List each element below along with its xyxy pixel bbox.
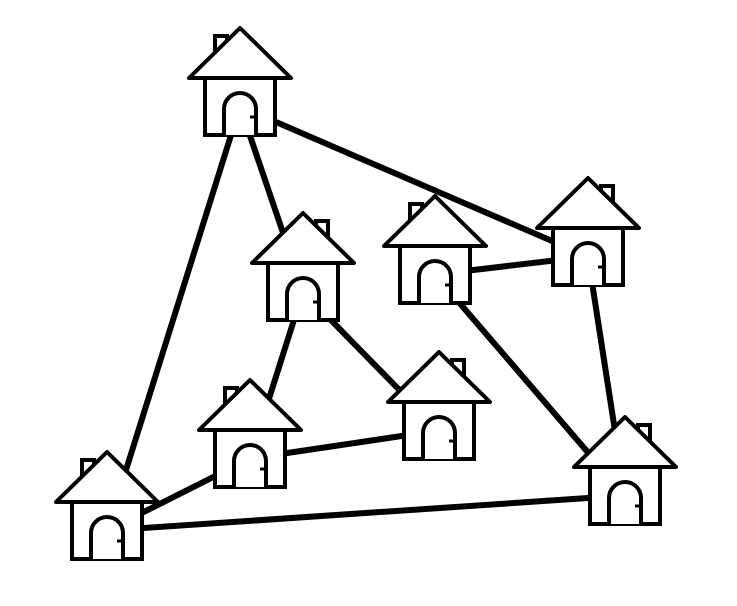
roof-icon — [572, 415, 678, 469]
roof-icon — [187, 26, 293, 80]
house-left-middle — [197, 378, 303, 489]
edge-house-bottom-left-to-house-bottom-right — [104, 492, 628, 534]
nodes-layer — [54, 26, 678, 561]
door-icon — [222, 91, 258, 135]
house-center-lower — [386, 350, 492, 461]
roof-icon — [197, 378, 303, 432]
roof-icon — [386, 350, 492, 404]
edge-house-top-to-house-bottom-left — [104, 103, 243, 534]
roof-icon — [54, 450, 160, 504]
door-icon — [421, 415, 457, 459]
roof-icon — [250, 211, 356, 265]
edges-layer — [104, 103, 628, 534]
house-center-upper — [250, 211, 356, 322]
house-right-upper — [535, 176, 641, 287]
house-top — [187, 26, 293, 137]
house-center-right — [382, 194, 488, 305]
door-icon — [417, 259, 453, 303]
house-bottom-left — [54, 450, 160, 561]
door-icon — [570, 241, 606, 285]
door-icon — [232, 443, 268, 487]
door-icon — [89, 515, 125, 559]
house-bottom-right — [572, 415, 678, 526]
roof-icon — [382, 194, 488, 248]
door-icon — [285, 276, 321, 320]
door-icon — [607, 480, 643, 524]
edge-house-top-to-house-right-upper — [237, 103, 591, 260]
roof-icon — [535, 176, 641, 230]
